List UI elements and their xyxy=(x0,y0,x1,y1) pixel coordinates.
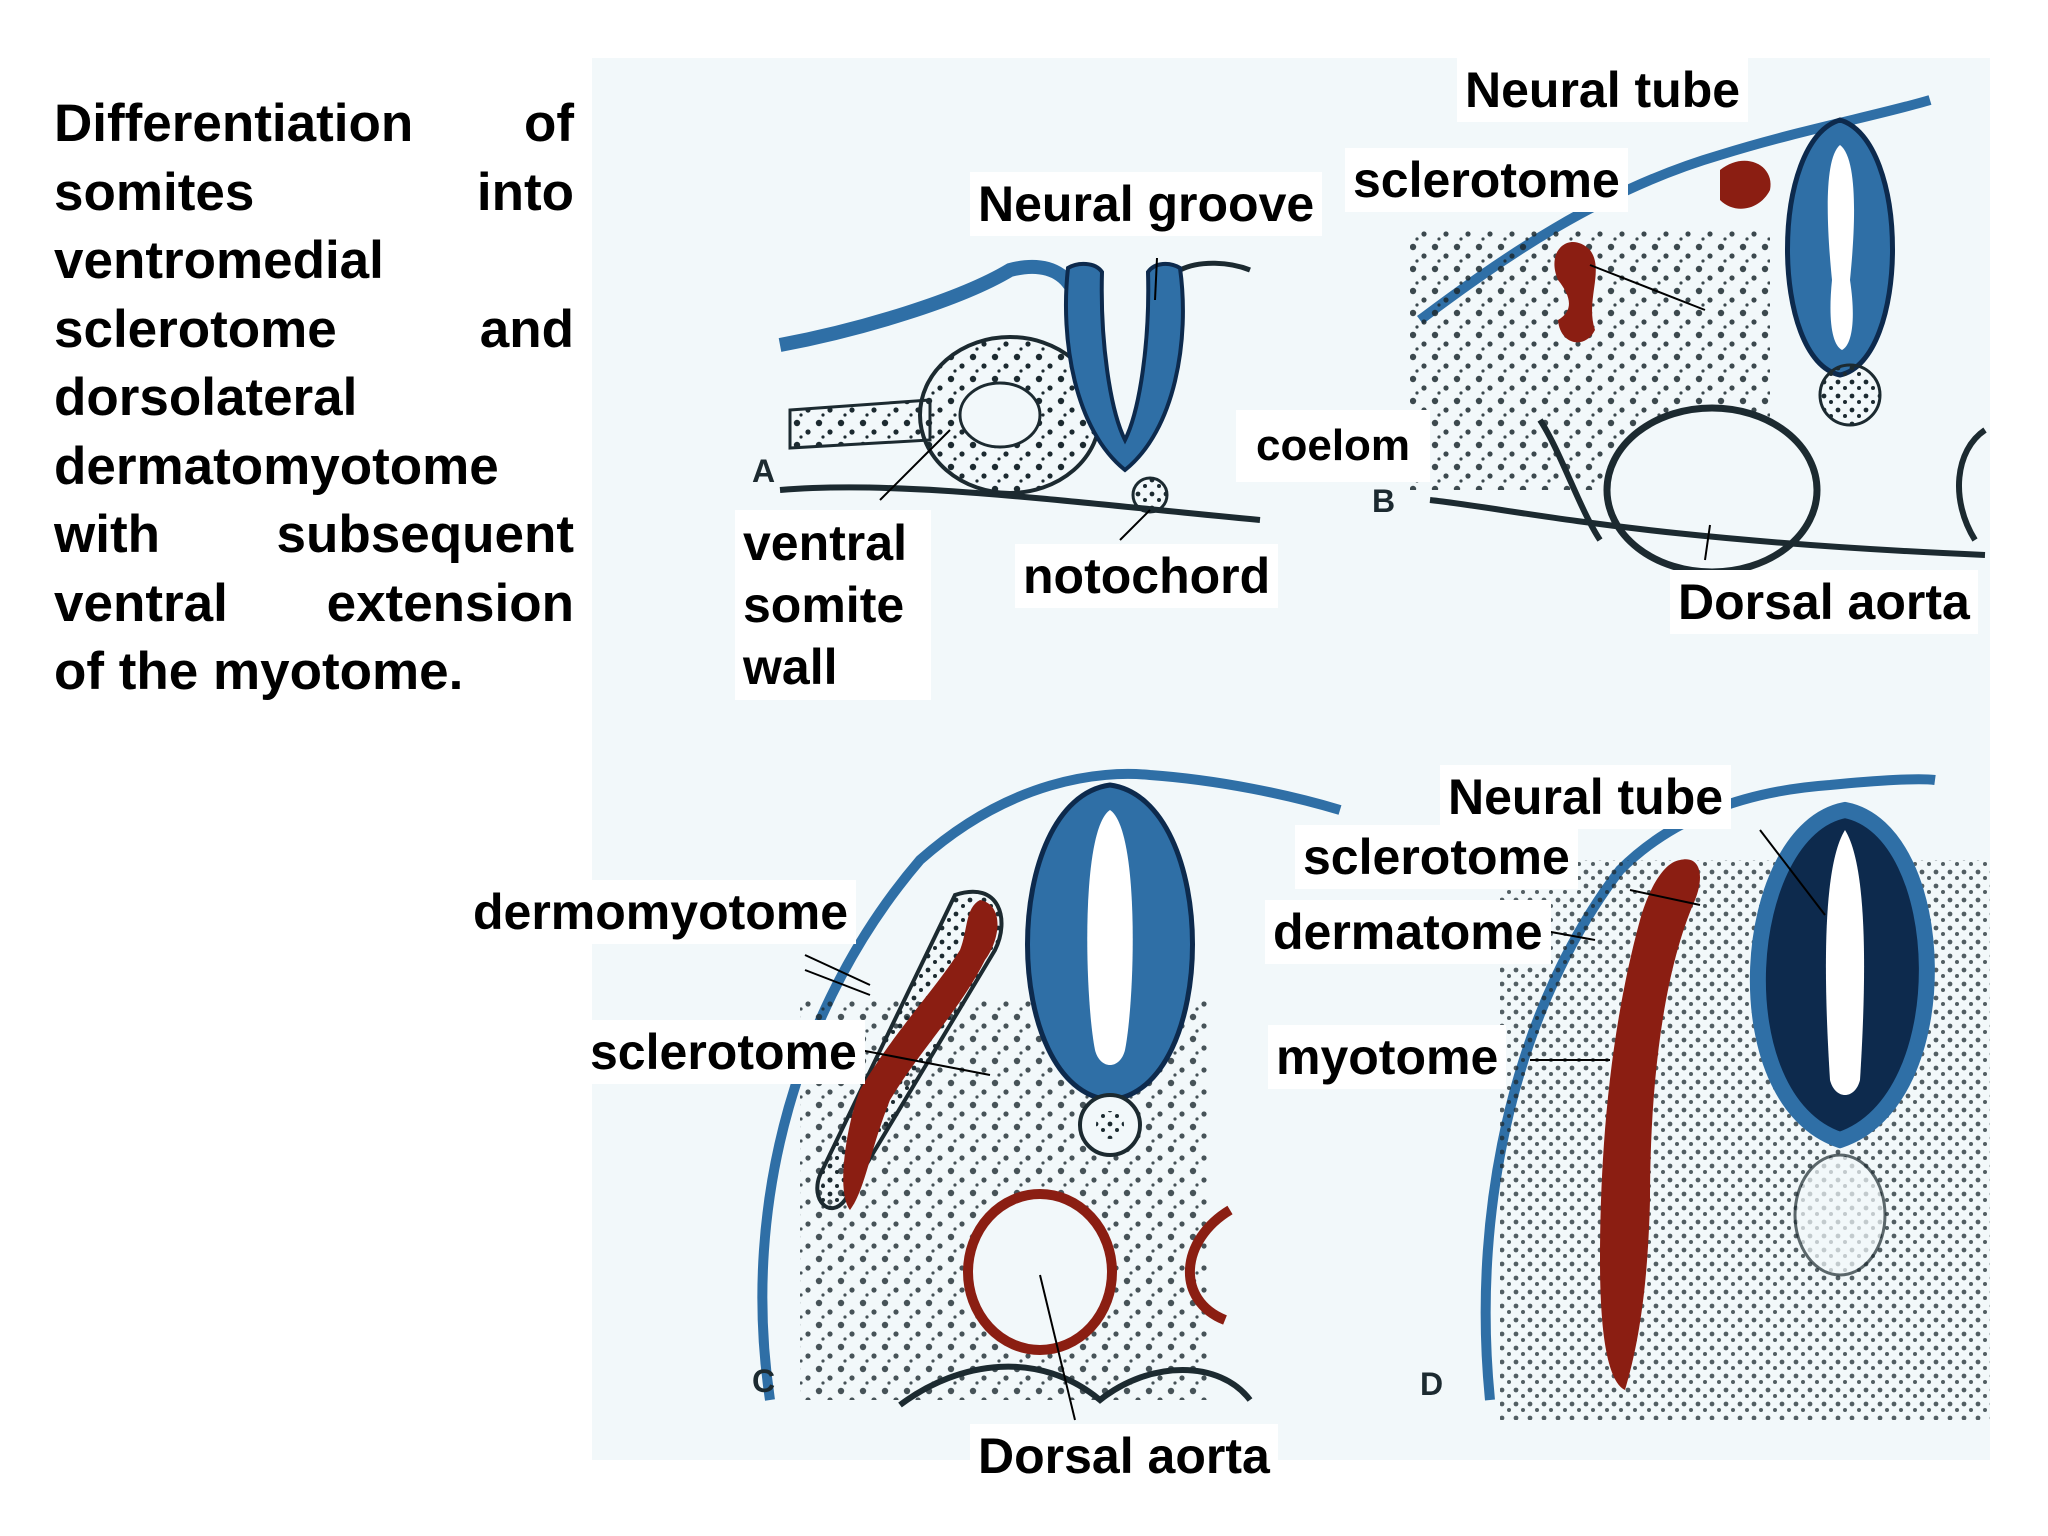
label-dorsal-aorta-c: Dorsal aorta xyxy=(970,1424,1278,1488)
caption-line: sclerotome and xyxy=(54,299,574,359)
somitocoel-a xyxy=(958,381,1042,449)
neural-canal-c xyxy=(1087,810,1133,1065)
gut-wall-b xyxy=(1956,427,1987,542)
label-dermomyotome: dermomyotome xyxy=(465,880,857,944)
label-dermatome: dermatome xyxy=(1265,900,1551,964)
leader-ventral-somite-wall xyxy=(879,429,951,501)
coelom-wall-b xyxy=(1537,418,1603,542)
caption-line: ventral extension xyxy=(54,573,574,633)
somite-red-b2 xyxy=(1720,160,1771,209)
neural-groove-a xyxy=(1064,261,1185,473)
label-sclerotome-d: sclerotome xyxy=(1295,825,1578,889)
label-ventral-somite-wall: ventral somite wall xyxy=(735,510,931,700)
myotome-red-c xyxy=(843,900,998,1210)
dorsal-aorta-c-left xyxy=(963,1189,1117,1355)
notochord-c-core xyxy=(1096,1111,1124,1139)
ectoderm-d xyxy=(1480,774,1936,1401)
ectoderm-a-right xyxy=(1178,260,1251,273)
label-coelom: coelom xyxy=(1236,410,1431,482)
panel-c: C xyxy=(752,768,1342,1421)
endoderm-b xyxy=(1429,497,1986,558)
ectoderm-c xyxy=(757,768,1342,1401)
leader-dorsal-aorta-c xyxy=(1039,1274,1076,1421)
panel-a: A xyxy=(752,257,1261,541)
leader-sclerotome-b xyxy=(1589,264,1706,311)
label-neural-tube-b: Neural tube xyxy=(1457,58,1749,122)
leader-notochord xyxy=(1119,509,1151,541)
somite-red-b1 xyxy=(1554,241,1596,343)
leader-neural-tube-d xyxy=(1759,829,1826,916)
label-myotome: myotome xyxy=(1268,1025,1507,1089)
leader-dermomyotome xyxy=(804,954,871,986)
panel-d: D xyxy=(1420,774,1990,1420)
leader-sclerotome-c xyxy=(859,1049,991,1076)
dorsal-aorta-b xyxy=(1603,404,1821,576)
label-sclerotome-b: sclerotome xyxy=(1345,148,1628,212)
label-dorsal-aorta-b: Dorsal aorta xyxy=(1670,570,1978,634)
gut-c xyxy=(898,1363,1253,1408)
label-neural-tube-d: Neural tube xyxy=(1440,765,1732,829)
ectoderm-a xyxy=(778,259,1076,352)
notochord-d xyxy=(1793,1153,1887,1277)
dorsal-aorta-c-right xyxy=(1185,1205,1233,1325)
leader-sclerotome-d xyxy=(1629,889,1701,906)
label-sclerotome-c: sclerotome xyxy=(582,1020,865,1084)
leader-dermomyotome-2 xyxy=(804,969,871,996)
label-notochord: notochord xyxy=(1015,544,1279,608)
endoderm-a xyxy=(779,484,1261,523)
caption-line: somites into xyxy=(54,162,574,222)
panel-letter-d: D xyxy=(1420,1366,1443,1402)
panel-b: B xyxy=(1372,95,1987,576)
leader-neural-groove xyxy=(1154,257,1158,301)
caption: Differentiation of somites into ventrome… xyxy=(54,90,574,707)
notochord-b xyxy=(1818,363,1882,427)
caption-line: of the myotome. xyxy=(54,642,464,701)
panel-letter-a: A xyxy=(752,453,775,489)
neural-canal-b xyxy=(1827,145,1855,350)
caption-line: dermatomyotome xyxy=(54,436,499,496)
panel-letter-c: C xyxy=(752,1363,775,1399)
caption-line: ventromedial xyxy=(54,231,384,290)
caption-line: dorsolateral xyxy=(54,368,358,427)
neural-canal-d xyxy=(1825,830,1865,1095)
panel-letter-b: B xyxy=(1372,483,1395,519)
intermediate-mesoderm-a xyxy=(788,398,932,450)
label-neural-groove: Neural groove xyxy=(970,172,1323,236)
myotome-red-d xyxy=(1600,859,1700,1390)
caption-line: Differentiation of xyxy=(54,94,574,153)
caption-line: with subsequent xyxy=(54,505,574,564)
leader-dorsal-aorta-b xyxy=(1704,524,1711,561)
